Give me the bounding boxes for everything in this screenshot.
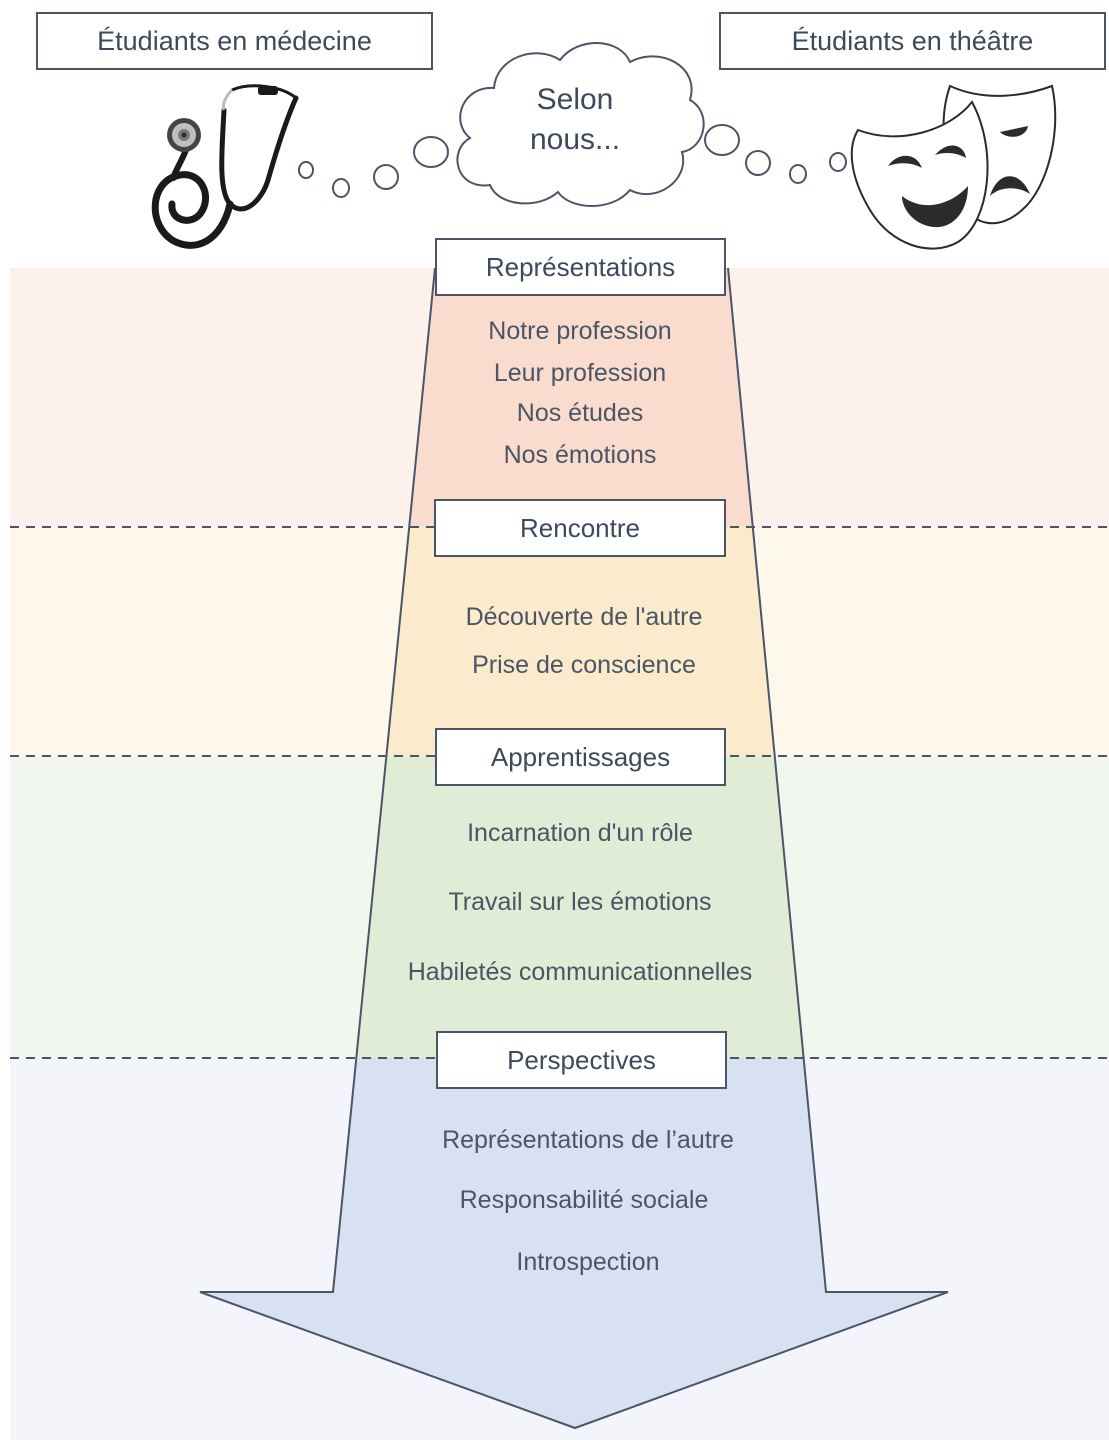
thought-bubbles-left bbox=[298, 136, 449, 198]
stage-item: Responsabilité sociale bbox=[459, 1186, 709, 1214]
stage-box-rencontre: Rencontre bbox=[434, 499, 726, 557]
stage-item: Nos émotions bbox=[503, 441, 657, 469]
thought-bubbles-right bbox=[704, 124, 847, 184]
stage-item: Habiletés communicationnelles bbox=[407, 958, 753, 986]
group-box-theatre: Étudiants en théâtre bbox=[719, 12, 1106, 70]
stage-item: Incarnation d'un rôle bbox=[467, 819, 693, 847]
group-box-medecine: Étudiants en médecine bbox=[36, 12, 433, 70]
stage-label: Perspectives bbox=[507, 1044, 656, 1075]
stage-item: Découverte de l'autre bbox=[465, 603, 703, 631]
stage-label: Représentations bbox=[485, 251, 676, 282]
stage-item: Introspection bbox=[516, 1248, 660, 1276]
cloud-line-1: Selon bbox=[536, 83, 614, 116]
cloud-text: Selon nous... bbox=[505, 80, 645, 160]
stage-item: Prise de conscience bbox=[472, 651, 696, 679]
cloud-line-2: nous... bbox=[529, 123, 621, 156]
stage-label: Apprentissages bbox=[490, 741, 671, 772]
stage-item: Travail sur les émotions bbox=[448, 888, 712, 916]
group-label-medecine: Étudiants en médecine bbox=[97, 25, 372, 56]
thought-cloud-icon bbox=[298, 42, 847, 207]
stage-item: Notre profession bbox=[488, 317, 672, 345]
theatre-masks-icon bbox=[850, 84, 1057, 250]
stage-label: Rencontre bbox=[520, 512, 640, 543]
down-arrow-outline bbox=[199, 267, 949, 1430]
stethoscope-icon bbox=[151, 84, 299, 249]
stage-item: Leur profession bbox=[493, 359, 667, 387]
group-label-theatre: Étudiants en théâtre bbox=[791, 25, 1034, 56]
stage-box-representations: Représentations bbox=[435, 238, 726, 296]
stage-item: Nos études bbox=[516, 399, 644, 427]
stage-box-apprentissages: Apprentissages bbox=[435, 728, 726, 786]
stage-item: Représentations de l’autre bbox=[442, 1126, 734, 1154]
stage-box-perspectives: Perspectives bbox=[436, 1031, 727, 1089]
